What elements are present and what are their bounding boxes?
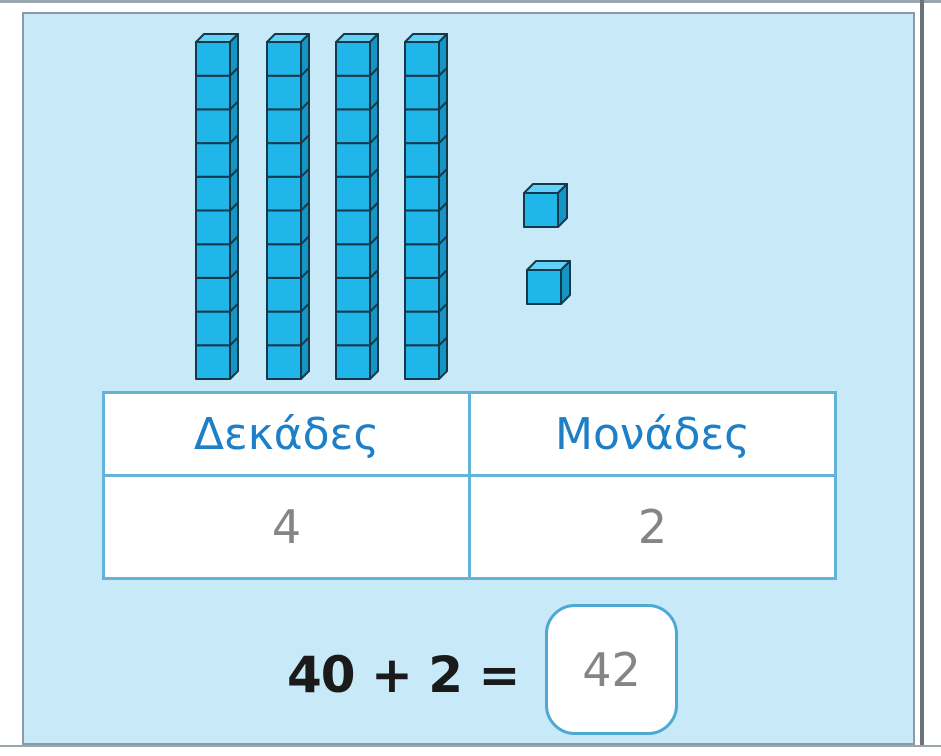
tens-header: Δεκάδες bbox=[102, 391, 471, 477]
place-value-table: Δεκάδες Μονάδες 4 2 bbox=[102, 391, 837, 580]
addition-equation: 40 + 2 = bbox=[287, 646, 520, 704]
tens-value: 4 bbox=[102, 474, 471, 580]
frame-right-line bbox=[920, 0, 924, 756]
tens-rod bbox=[266, 33, 310, 380]
exercise-panel bbox=[22, 12, 915, 745]
unit-cube bbox=[523, 183, 568, 228]
units-value: 2 bbox=[468, 474, 837, 580]
tens-rod bbox=[335, 33, 379, 380]
answer-value: 42 bbox=[582, 642, 641, 697]
place-value-digit-row: 4 2 bbox=[102, 474, 837, 580]
frame-top-line bbox=[0, 0, 941, 3]
place-value-header-row: Δεκάδες Μονάδες bbox=[102, 391, 837, 477]
tens-rod bbox=[404, 33, 448, 380]
units-header: Μονάδες bbox=[468, 391, 837, 477]
tens-rod bbox=[195, 33, 239, 380]
base-ten-blocks bbox=[195, 33, 571, 380]
unit-cube bbox=[526, 260, 571, 305]
frame-bottom-line bbox=[0, 745, 941, 756]
answer-box[interactable]: 42 bbox=[545, 604, 678, 735]
